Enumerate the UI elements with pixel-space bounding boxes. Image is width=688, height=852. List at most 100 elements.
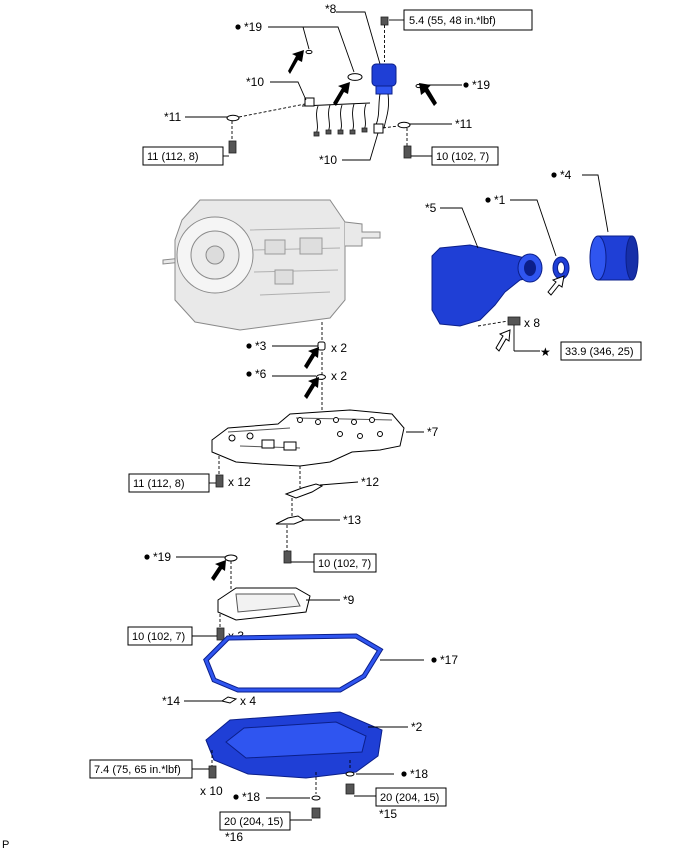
oil-pan-magnet — [220, 696, 238, 704]
wire-harness — [301, 97, 384, 137]
torque-box-ext-housing: 33.9 (346, 25) — [560, 341, 642, 361]
extension-housing — [431, 244, 543, 327]
sensor-bolt — [380, 16, 389, 62]
apply-fluid-arrow-1 — [288, 50, 304, 74]
o-ring-strainer — [224, 554, 238, 562]
apply-grease-arrow-1 — [547, 275, 565, 296]
callout-2: *2 — [411, 720, 423, 734]
non-reusable-dot-19b — [463, 82, 469, 88]
bolt-oil-pan — [208, 765, 217, 779]
torque-ext-housing: 33.9 (346, 25) — [565, 346, 634, 358]
torque-box-plug-right: 20 (204, 15) — [375, 787, 447, 807]
valve-body — [211, 409, 405, 467]
apply-fluid-arrow-5 — [304, 377, 319, 399]
callout-9: *9 — [343, 593, 355, 607]
non-reusable-dot-19c — [144, 554, 150, 560]
torque-box-oil-sensor: 5.4 (55, 48 in.*lbf) — [403, 9, 533, 31]
wire-clamp-left — [226, 114, 240, 122]
torque-box-strainer: 10 (102, 7) — [127, 626, 193, 646]
oil-pan — [205, 711, 383, 779]
bolt-wire-right — [403, 145, 412, 159]
callout-8: *8 — [325, 2, 337, 16]
callout-19-right: *19 — [472, 78, 490, 92]
figure-code: P — [2, 839, 9, 851]
callout-15: *15 — [379, 807, 397, 821]
callout-17: *17 — [440, 653, 458, 667]
transmission-case — [162, 199, 381, 331]
bolt-extension-housing — [507, 316, 521, 326]
callout-11-left: *11 — [164, 110, 181, 124]
callout-16: *16 — [225, 830, 243, 844]
callout-10-top: *10 — [246, 75, 264, 89]
torque-oil-pan: 7.4 (75, 65 in.*lbf) — [94, 764, 181, 776]
oil-seal — [552, 256, 570, 280]
non-reusable-dot-18b — [233, 794, 239, 800]
torque-box-valve-body: 11 (112, 8) — [128, 473, 210, 493]
detent-spring — [284, 483, 324, 499]
apply-fluid-arrow-2 — [333, 82, 350, 106]
qty-ext-bolts: x 8 — [524, 316, 540, 330]
non-reusable-dot-17 — [431, 657, 437, 663]
o-ring-small-19 — [305, 49, 313, 55]
qty-magnets: x 4 — [240, 694, 256, 708]
precoated-star: ★ — [540, 345, 551, 359]
torque-wire-left: 11 (112, 8) — [147, 151, 199, 163]
callout-6: *6 — [255, 367, 267, 381]
torque-box-wire-left: 11 (112, 8) — [142, 146, 224, 166]
gasket-3 — [317, 341, 326, 351]
torque-plug-right: 20 (204, 15) — [380, 792, 439, 804]
callout-13: *13 — [343, 513, 361, 527]
non-reusable-dot-1 — [485, 197, 491, 203]
bolt-strainer — [216, 627, 225, 641]
callout-12: *12 — [361, 475, 379, 489]
callout-19-top: *19 — [244, 20, 262, 34]
torque-detent: 10 (102, 7) — [318, 558, 371, 570]
apply-fluid-arrow-6 — [211, 560, 226, 581]
torque-oil-sensor: 5.4 (55, 48 in.*lbf) — [409, 15, 496, 27]
dust-deflector — [589, 235, 639, 281]
torque-box-plug-bottom: 20 (204, 15) — [219, 811, 291, 831]
callout-10-bottom: *10 — [319, 153, 337, 167]
detent-spring-cover — [275, 515, 306, 525]
non-reusable-dot-4 — [551, 172, 557, 178]
callout-18-right: *18 — [410, 767, 428, 781]
qty-valve-body: x 12 — [228, 475, 251, 489]
oil-strainer — [217, 587, 311, 621]
qty-pan-bolts: x 10 — [200, 784, 223, 798]
apply-adhesive-arrow — [495, 329, 511, 352]
non-reusable-dot-18a — [401, 771, 407, 777]
callout-3: *3 — [255, 339, 267, 353]
torque-box-oil-pan: 7.4 (75, 65 in.*lbf) — [89, 759, 193, 779]
plug-16 — [311, 807, 321, 819]
oil-pan-gasket — [203, 633, 384, 693]
apply-fluid-arrow-4 — [304, 347, 319, 369]
wire-clamp-right — [397, 121, 411, 129]
callout-5: *5 — [425, 201, 437, 215]
callout-1: *1 — [494, 193, 506, 207]
non-reusable-dot-6 — [246, 371, 252, 377]
torque-box-wire-right: 10 (102, 7) — [431, 146, 499, 166]
callout-7: *7 — [427, 425, 439, 439]
qty-3: x 2 — [331, 341, 347, 355]
bolt-valve-body — [215, 474, 224, 488]
oil-temperature-sensor — [371, 63, 397, 129]
torque-plug-bottom: 20 (204, 15) — [224, 816, 283, 828]
callout-18-bottom: *18 — [242, 790, 260, 804]
non-reusable-dot-19a — [235, 24, 241, 30]
qty-6: x 2 — [331, 369, 347, 383]
apply-fluid-arrow-3 — [419, 83, 437, 106]
torque-box-detent: 10 (102, 7) — [313, 553, 377, 573]
gasket-18-right — [345, 771, 355, 777]
torque-strainer: 10 (102, 7) — [132, 631, 185, 643]
callout-11-right: *11 — [455, 117, 472, 131]
bolt-detent — [283, 550, 292, 564]
gasket-18-bottom — [311, 795, 321, 801]
callout-4: *4 — [560, 168, 572, 182]
callout-19-strainer: *19 — [153, 550, 171, 564]
torque-wire-right: 10 (102, 7) — [436, 151, 489, 163]
non-reusable-dot-3 — [246, 343, 252, 349]
bolt-wire-left — [228, 140, 237, 154]
torque-valve-body: 11 (112, 8) — [133, 478, 185, 490]
o-ring-19 — [347, 73, 363, 81]
